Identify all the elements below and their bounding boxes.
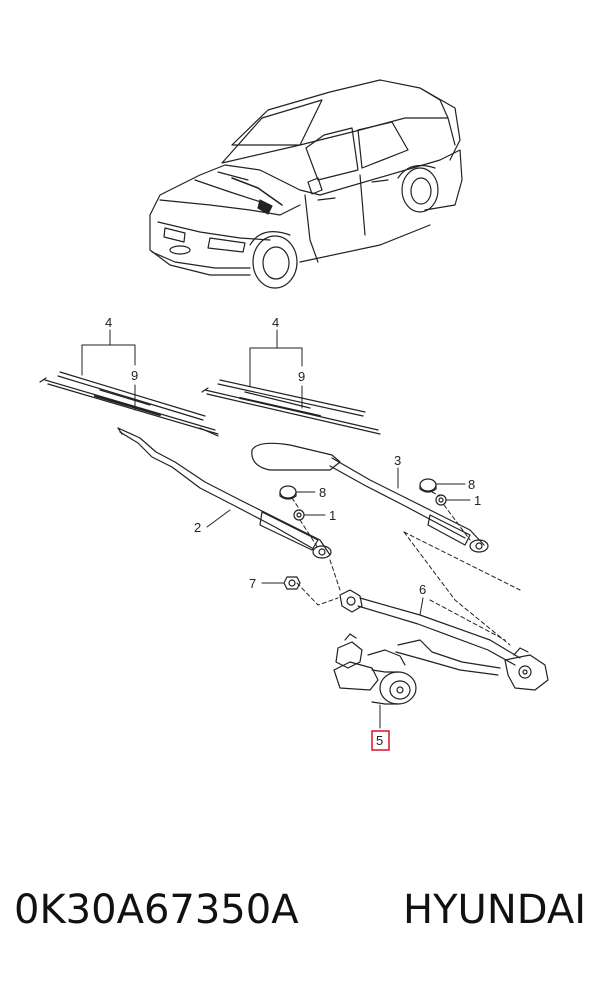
- right-wiper-arm: [251, 442, 489, 553]
- callout-7: 7: [249, 576, 256, 591]
- callout-numbers: 4 9 4 9 3 8 1 8 1 2 7 6 5: [105, 315, 481, 751]
- right-wiper-blade-assembly: [201, 379, 381, 435]
- nut-1-right: [435, 494, 447, 506]
- wiper-motor: [333, 633, 417, 705]
- callout-6: 6: [419, 582, 426, 597]
- wiper-linkage: [339, 589, 549, 691]
- leader-lines: [81, 329, 471, 729]
- cap-8-left: [279, 485, 297, 500]
- callout-8-right: 8: [468, 477, 475, 492]
- callout-8-left: 8: [319, 485, 326, 500]
- callout-4-left: 4: [105, 315, 112, 330]
- nut-1-left: [293, 509, 305, 521]
- cap-8-right: [419, 478, 437, 493]
- callout-1-right: 1: [474, 493, 481, 508]
- caption-bar: 0K30A67350A HYUNDAI: [0, 880, 600, 940]
- callout-1-left: 1: [329, 508, 336, 523]
- callout-2: 2: [194, 520, 201, 535]
- callout-5: 5: [376, 733, 383, 748]
- callout-9-left: 9: [131, 368, 138, 383]
- left-wiper-blade-assembly: [39, 371, 219, 437]
- callout-5-highlight-box: [371, 730, 390, 751]
- brand-name: HYUNDAI: [403, 887, 586, 933]
- part-number: 0K30A67350A: [14, 887, 299, 933]
- left-wiper-arm: [117, 427, 332, 559]
- reference-lines: [291, 491, 521, 646]
- callout-9-right: 9: [298, 369, 305, 384]
- callout-4-right: 4: [272, 315, 279, 330]
- callout-3: 3: [394, 453, 401, 468]
- car-illustration: [149, 79, 463, 289]
